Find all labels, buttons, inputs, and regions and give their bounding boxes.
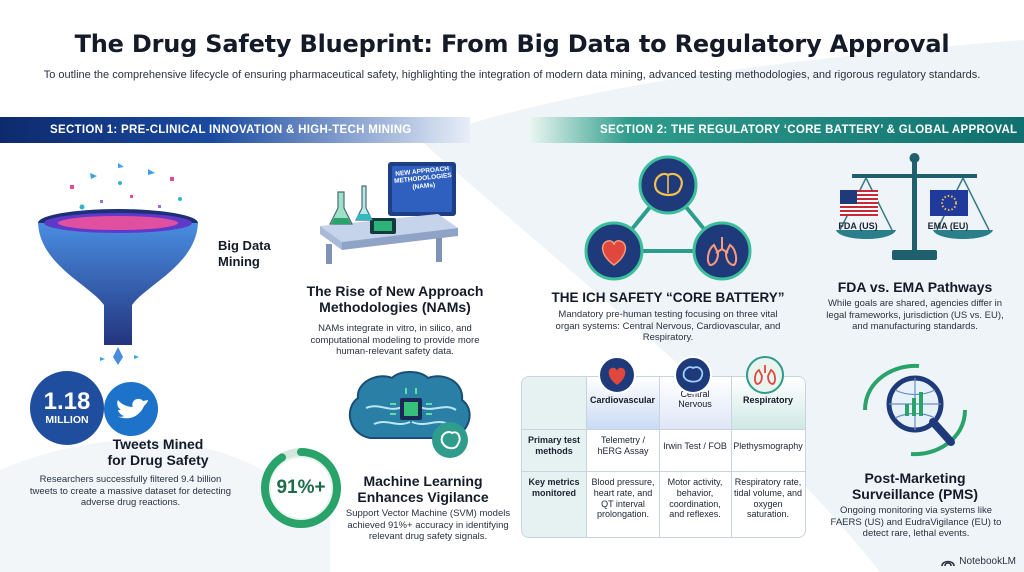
pms-title-line2: Surveillance (PMS) [851, 486, 979, 503]
ich-body: Mandatory pre-human testing focusing on … [555, 309, 781, 344]
brain-chip-icon [349, 371, 471, 439]
table-cell-cns-methods: Irwin Test / FOB [663, 441, 727, 451]
pms-title-line1: Post-Marketing [864, 470, 966, 486]
big-data-label-line1: Big Data [218, 238, 271, 253]
table-cell-cns-metrics: Motor activity, behavior, coordination, … [667, 477, 723, 520]
lungs-icon [706, 237, 738, 267]
ml-accuracy-ring [261, 448, 341, 528]
brain-icon [654, 172, 683, 197]
pms-body: Ongoing monitoring via systems like FAER… [830, 505, 1002, 540]
ml-title-line1: Machine Learning [363, 473, 483, 489]
nams-title-line1: The Rise of New Approach [306, 283, 484, 299]
heart-icon [601, 240, 627, 266]
ml-body: Support Vector Machine (SVM) models achi… [345, 508, 511, 543]
section1-band: SECTION 1: PRE-CLINICAL INNOVATION & HIG… [0, 117, 470, 143]
section2-label: SECTION 2: THE REGULATORY ‘CORE BATTERY’… [600, 124, 1018, 136]
ai-brain-badge-icon [432, 422, 468, 458]
globe-magnifier-icon [863, 363, 967, 457]
tweets-title: Tweets Mined for Drug Safety [88, 436, 228, 468]
table-heart-icon [598, 356, 636, 394]
fda-ema-title: FDA vs. EMA Pathways [837, 279, 993, 295]
tweets-title-line2: for Drug Safety [107, 452, 209, 469]
tweets-body: Researchers successfully filtered 9.4 bi… [29, 474, 232, 509]
table-cell-resp-metrics: Respiratory rate, tidal volume, and oxyg… [733, 477, 803, 520]
ml-title-line2: Enhances Vigilance [357, 489, 489, 506]
lab-bench-icon [320, 162, 458, 264]
ich-title: THE ICH SAFETY “CORE BATTERY” [551, 290, 785, 305]
bird-icon [104, 382, 158, 436]
big-data-label-line2: Mining [218, 254, 260, 270]
table-cell-cardio-methods: Telemetry / hERG Assay [597, 435, 649, 456]
tweets-title-line1: Tweets Mined [112, 436, 204, 452]
table-col-cns: Central Nervous [678, 389, 712, 410]
table-row-label-methods: Primary test methods [527, 435, 581, 456]
funnel-icon [38, 163, 198, 365]
page-subtitle: To outline the comprehensive lifecycle o… [43, 69, 981, 81]
tweets-stat-number: 1.18 [43, 388, 91, 415]
table-lungs-icon [746, 356, 784, 394]
nams-title-line2: Methodologies (NAMs) [319, 299, 471, 316]
table-row-label-metrics: Key metrics monitored [528, 477, 580, 498]
ml-percent: 91%+ [276, 477, 326, 498]
table-brain-icon [674, 356, 712, 394]
fda-label: FDA (US) [838, 221, 878, 231]
tweets-stat-badge: 1.18 MILLION [30, 371, 104, 445]
brand-watermark: NotebookLM [941, 556, 1016, 567]
eu-flag-icon [930, 190, 968, 216]
table-cell-cardio-metrics: Blood pressure, heart rate, and QT inter… [591, 477, 655, 520]
table-col-cardio: Cardiovascular [589, 395, 656, 405]
pms-title: Post-Marketing Surveillance (PMS) [830, 470, 1000, 502]
nams-title: The Rise of New Approach Methodologies (… [300, 283, 490, 315]
nams-body: NAMs integrate in vitro, in silico, and … [310, 323, 480, 358]
section1-label: SECTION 1: PRE-CLINICAL INNOVATION & HIG… [50, 124, 412, 136]
scales-icon [836, 153, 993, 260]
big-data-label: Big Data Mining [218, 238, 271, 271]
tweets-stat-unit: MILLION [45, 414, 89, 426]
brand-label: NotebookLM [959, 556, 1016, 567]
table-col-resp: Respiratory [742, 395, 794, 405]
page-title: The Drug Safety Blueprint: From Big Data… [74, 30, 950, 58]
core-battery-table: Cardiovascular Central Nervous Respirato… [521, 376, 806, 538]
us-flag-icon [840, 190, 878, 216]
ml-title: Machine Learning Enhances Vigilance [338, 473, 508, 505]
fda-ema-body: While goals are shared, agencies differ … [826, 298, 1004, 333]
section2-band: SECTION 2: THE REGULATORY ‘CORE BATTERY’… [530, 117, 1024, 143]
notebooklm-logo-icon [941, 560, 956, 566]
ema-label: EMA (EU) [927, 221, 969, 231]
table-cell-resp-methods: Plethysmography [733, 441, 803, 451]
